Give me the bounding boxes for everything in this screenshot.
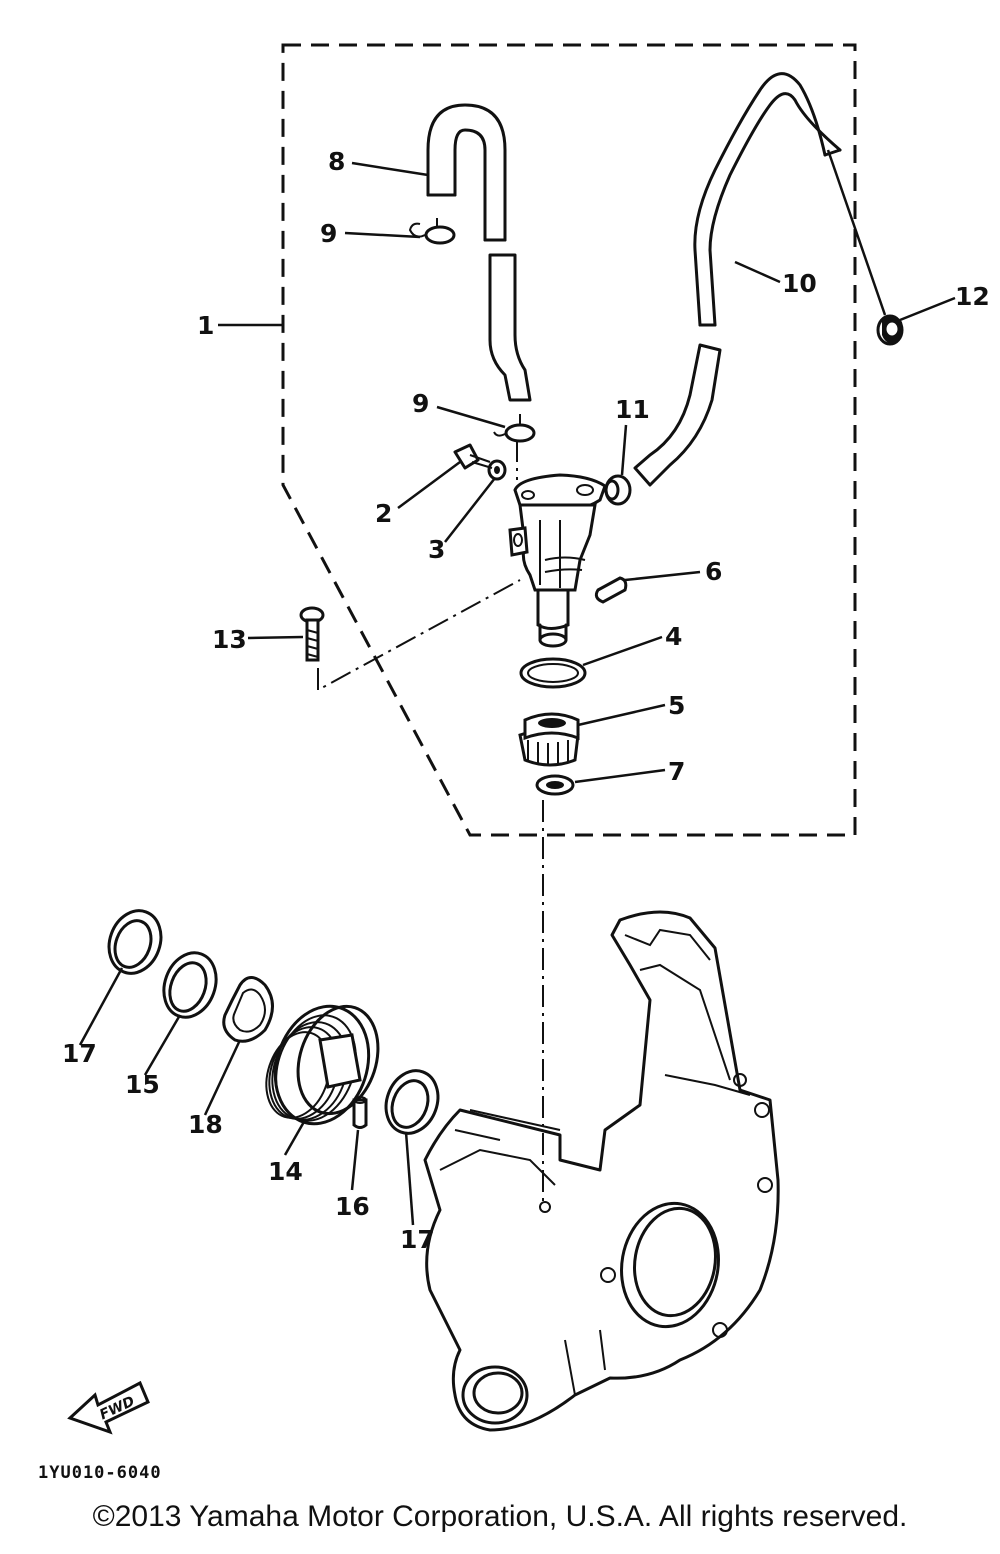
callout-10: 10 — [782, 269, 817, 298]
washer-3 — [487, 459, 507, 481]
hose-10-lower — [633, 343, 722, 487]
bolt-2 — [453, 443, 493, 470]
drawing-code: 1YU010-6040 — [38, 1463, 162, 1483]
crankcase-cover — [423, 910, 780, 1432]
gear-5 — [518, 712, 580, 767]
gasket-18 — [222, 976, 274, 1043]
callout-18: 18 — [188, 1110, 223, 1139]
callout-7: 7 — [668, 757, 685, 786]
assembly-boundary — [281, 43, 857, 837]
callout-6: 6 — [705, 557, 722, 586]
leader-lines — [78, 149, 956, 1226]
callout-17-left: 17 — [62, 1039, 97, 1068]
callouts: 1 8 9 9 2 3 11 10 12 6 4 5 7 13 17 15 18… — [62, 147, 990, 1254]
hose-10 — [693, 72, 842, 327]
callout-14: 14 — [268, 1157, 303, 1186]
cap-12 — [876, 314, 904, 346]
screw-centerline — [317, 579, 521, 692]
callout-9-upper: 9 — [320, 219, 337, 248]
circlip-7 — [535, 774, 575, 796]
clip-9-lower — [493, 414, 536, 443]
clip-9-upper — [408, 218, 456, 245]
callout-4: 4 — [665, 622, 682, 651]
callout-1: 1 — [197, 311, 214, 340]
o-ring-4 — [519, 657, 587, 689]
callout-5: 5 — [668, 691, 685, 720]
oil-seal-17-right — [384, 1069, 440, 1135]
callout-2: 2 — [375, 499, 392, 528]
callout-13: 13 — [212, 625, 247, 654]
dowel-pin-16 — [352, 1096, 368, 1129]
callout-3: 3 — [428, 535, 445, 564]
callout-11: 11 — [615, 395, 650, 424]
callout-17-right: 17 — [400, 1225, 435, 1254]
callout-8: 8 — [328, 147, 345, 176]
callout-16: 16 — [335, 1192, 370, 1221]
screw-13 — [299, 606, 325, 662]
oil-seal-17-left — [107, 909, 163, 975]
washer-15 — [162, 951, 218, 1019]
pulley-14 — [265, 1004, 380, 1126]
fitting-11 — [604, 474, 632, 506]
fwd-arrow: FWD — [67, 1380, 150, 1435]
callout-15: 15 — [125, 1070, 160, 1099]
copyright-notice: ©2013 Yamaha Motor Corporation, U.S.A. A… — [92, 1500, 908, 1533]
hose-8 — [426, 103, 507, 242]
hose-8-lower — [488, 253, 532, 402]
callout-12: 12 — [955, 282, 990, 311]
pin-6 — [594, 576, 628, 604]
pump-body — [508, 473, 607, 648]
callout-9-lower: 9 — [412, 389, 429, 418]
